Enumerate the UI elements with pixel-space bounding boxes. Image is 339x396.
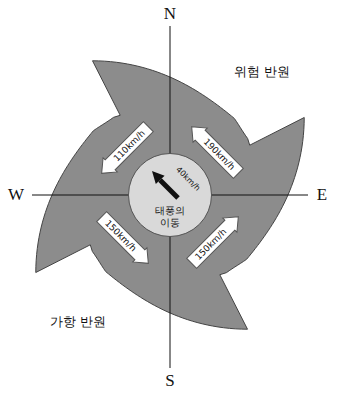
wind-arrow-outline [94, 119, 155, 180]
region-label: 가항 반원 [50, 313, 106, 331]
typhoon-center: 태풍의 이동40km/h [128, 153, 212, 237]
movement-arrow-head [152, 171, 165, 184]
wind-arrow-outline [185, 119, 246, 180]
wind-arrow-outline [94, 210, 155, 271]
compass-north: N [164, 4, 176, 24]
compass-south: S [165, 371, 174, 391]
movement-arrow-shaft [160, 180, 178, 198]
compass-west: W [8, 185, 24, 205]
center-circle [129, 154, 212, 237]
region-label: 위험 반원 [234, 63, 290, 81]
compass-east: E [317, 185, 327, 205]
center-label: 태풍의 이동 [150, 205, 190, 228]
wind-arrow-outline [185, 210, 246, 271]
